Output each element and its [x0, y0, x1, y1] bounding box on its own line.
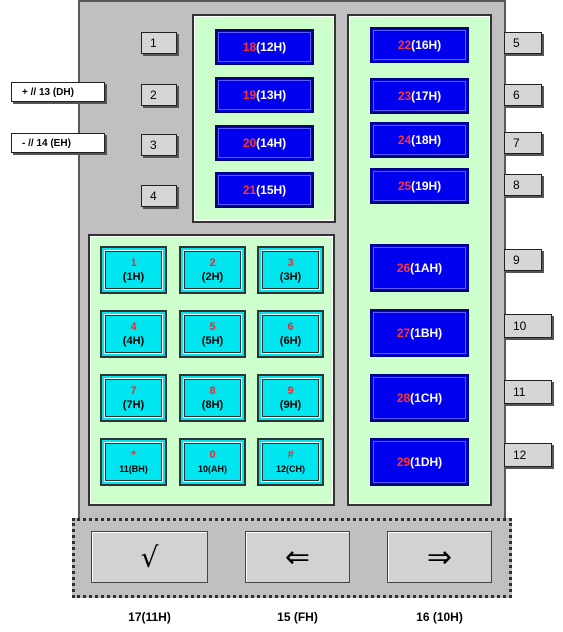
side-label-2: 2 [141, 84, 177, 106]
key-number: 28 [396, 391, 411, 405]
key-number: 19 [242, 88, 257, 102]
key-number: 9 [287, 385, 294, 397]
key-number: 27 [396, 326, 411, 340]
keypad-key-3[interactable]: 3 (3H) [257, 246, 324, 294]
key-number: 29 [396, 455, 411, 469]
key-number: 2 [209, 257, 216, 269]
keypad-key-7[interactable]: 7 (7H) [100, 374, 167, 422]
key-code: 10(AH) [197, 464, 227, 474]
key-code: (1DH) [410, 455, 443, 469]
key-22[interactable]: 22(16H) [370, 27, 469, 63]
key-number: 18 [242, 40, 257, 54]
keypad-key-8[interactable]: 8 (8H) [179, 374, 246, 422]
key-28[interactable]: 28(1CH) [370, 374, 469, 422]
side-label-11: 11 [504, 380, 552, 404]
keypad-key-2[interactable]: 2 (2H) [179, 246, 246, 294]
key-18[interactable]: 18 (12H) [215, 29, 314, 65]
back-button[interactable]: ⇐ [245, 531, 350, 583]
key-code: (7H) [122, 399, 145, 411]
key-number: 20 [242, 136, 257, 150]
key-29[interactable]: 29(1DH) [370, 438, 469, 486]
side-label-3: 3 [141, 134, 177, 156]
key-number: 4 [130, 321, 137, 333]
keypad-key-6[interactable]: 6 (6H) [257, 310, 324, 358]
side-label-1: 1 [141, 32, 177, 54]
key-number: 5 [209, 321, 216, 333]
key-number: 22 [397, 38, 412, 52]
key-27[interactable]: 27(1BH) [370, 309, 469, 357]
key-code: (19H) [411, 179, 442, 193]
right-arrow-icon: ⇒ [426, 539, 453, 575]
confirm-button-label: 17(11H) [128, 610, 171, 624]
key-number: 0 [209, 449, 216, 461]
key-code: (3H) [279, 271, 302, 283]
keypad-key-4[interactable]: 4 (4H) [100, 310, 167, 358]
key-code: (6H) [279, 335, 302, 347]
left-arrow-icon: ⇐ [284, 539, 311, 575]
key-code: (12H) [256, 40, 287, 54]
minus-annotation: - // 14 (EH) [11, 133, 105, 153]
key-number: 25 [397, 179, 412, 193]
key-number: 8 [209, 385, 216, 397]
key-19[interactable]: 19(13H) [215, 77, 314, 113]
key-code: (18H) [411, 133, 442, 147]
plus-annotation: + // 13 (DH) [11, 82, 105, 102]
key-23[interactable]: 23(17H) [370, 78, 469, 114]
key-code: (2H) [201, 271, 224, 283]
confirm-button[interactable]: √ [91, 531, 208, 583]
key-code: (17H) [411, 89, 442, 103]
key-code: (14H) [256, 136, 287, 150]
key-24[interactable]: 24(18H) [370, 122, 469, 158]
key-code: 12(CH) [275, 464, 305, 474]
key-26[interactable]: 26(1AH) [370, 244, 469, 292]
side-label-5: 5 [504, 32, 542, 54]
key-code: (9H) [279, 399, 302, 411]
back-button-label: 15 (FH) [277, 610, 318, 624]
keypad-key-0[interactable]: 0 10(AH) [179, 438, 246, 486]
key-number: # [287, 449, 294, 461]
key-25[interactable]: 25(19H) [370, 168, 469, 204]
keypad-key-5[interactable]: 5 (5H) [179, 310, 246, 358]
keypad-key-star[interactable]: * 11(BH) [100, 438, 167, 486]
forward-button[interactable]: ⇒ [387, 531, 492, 583]
key-code: (15H) [256, 183, 287, 197]
key-code: (1CH) [410, 391, 443, 405]
check-root-icon: √ [140, 540, 159, 574]
key-code: (5H) [201, 335, 224, 347]
key-code: (8H) [201, 399, 224, 411]
key-number: 26 [396, 261, 411, 275]
key-number: 1 [130, 257, 137, 269]
keypad-key-hash[interactable]: #12(CH) [257, 438, 324, 486]
key-code: (13H) [256, 88, 287, 102]
side-label-6: 6 [504, 84, 542, 106]
key-20[interactable]: 20(14H) [215, 125, 314, 161]
forward-button-label: 16 (10H) [416, 610, 463, 624]
side-label-9: 9 [504, 249, 542, 271]
key-code: 11(BH) [119, 464, 148, 474]
key-code: (4H) [122, 335, 145, 347]
key-number: 21 [242, 183, 257, 197]
key-code: (1BH) [410, 326, 443, 340]
side-label-10: 10 [504, 314, 552, 338]
keypad-key-1[interactable]: 1 (1H) [100, 246, 167, 294]
side-label-8: 8 [504, 174, 542, 196]
side-label-7: 7 [504, 132, 542, 154]
key-code: (1AH) [410, 261, 443, 275]
key-number: 24 [397, 133, 412, 147]
key-number: 7 [130, 385, 137, 397]
key-number: 6 [287, 321, 294, 333]
keypad-key-9[interactable]: 9 (9H) [257, 374, 324, 422]
key-21[interactable]: 21 (15H) [215, 172, 314, 208]
key-code: (1H) [122, 271, 145, 283]
key-code: (16H) [411, 38, 442, 52]
side-label-4: 4 [141, 185, 177, 207]
side-label-12: 12 [504, 443, 552, 467]
key-number: 3 [287, 257, 294, 269]
key-number: * [131, 449, 136, 461]
key-number: 23 [397, 89, 412, 103]
